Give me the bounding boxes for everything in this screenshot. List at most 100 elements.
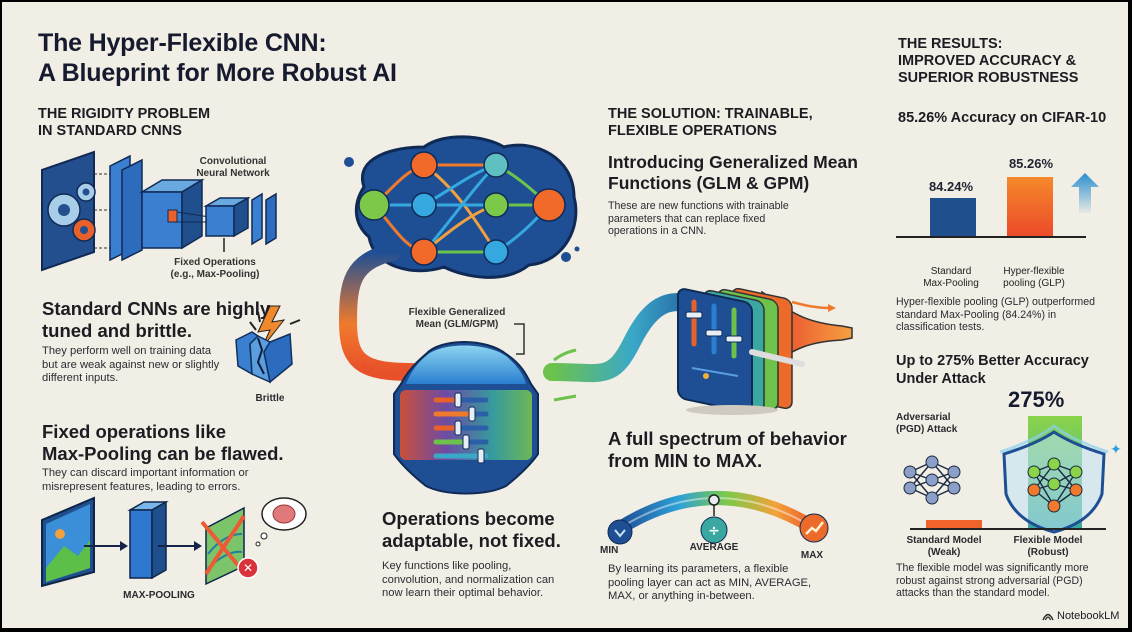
flawed-body-line-1: They can discard important information o… <box>42 467 249 479</box>
max-pooling-flow-icon: ✕ <box>41 496 307 588</box>
bar-value-standard: 84.24% <box>928 179 974 194</box>
fixed-ops-line-2: (e.g., Max-Pooling) <box>170 269 260 280</box>
flawed-heading-line-1: Fixed operations like <box>42 421 227 442</box>
attack-value-275: 275% <box>1008 387 1065 412</box>
flawed-heading-line-2: Max-Pooling can be flawed. <box>42 443 284 464</box>
title-line-2: A Blueprint for More Robust AI <box>38 59 397 87</box>
brittle-heading-line-1: Standard CNNs are highly <box>42 298 271 319</box>
cnn-label-line-1: Convolutional <box>199 156 267 167</box>
brittle-heading-line-2: tuned and brittle. <box>42 320 193 341</box>
bar-hyper-flexible-pooling <box>1007 177 1053 236</box>
svg-text:÷: ÷ <box>708 523 720 539</box>
axis-label-glp: Hyper-flexible pooling (GLP) <box>994 266 1074 290</box>
cnn-label: Convolutional Neural Network <box>188 156 278 180</box>
adapt-body: Key functions like pooling, convolution,… <box>382 560 554 601</box>
cnn-label-line-2: Neural Network <box>196 168 270 179</box>
problem-kicker-line-2: IN STANDARD CNNs <box>38 123 182 139</box>
brittle-body-line-3: different inputs. <box>42 372 119 384</box>
robust-body-line-3: attacks than the standard model. <box>896 587 1050 599</box>
spectrum-average-label: AVERAGE <box>689 542 739 553</box>
glm-slider-block-icon <box>393 341 539 495</box>
axis-label-flexible-model-line-2: (Robust) <box>1027 547 1069 558</box>
solution-kicker: THE SOLUTION: TRAINABLE, FLEXIBLE OPERAT… <box>608 106 813 140</box>
attack-label-line-1: Adversarial <box>896 412 951 423</box>
axis-label-standard-line-1: Standard <box>930 266 972 277</box>
broken-cube-icon <box>235 305 301 384</box>
brand-label: NotebookLM <box>1057 610 1120 622</box>
glm-label-line-1: Flexible Generalized <box>408 307 506 318</box>
spectrum-body: By learning its parameters, a flexible p… <box>608 563 811 604</box>
axis-label-standard-model-line-1: Standard Model <box>906 535 982 546</box>
svg-text:✕: ✕ <box>243 561 253 575</box>
bar-value-glp: 85.26% <box>1008 156 1054 171</box>
adapt-body-line-1: Key functions like pooling, <box>382 560 512 572</box>
adapt-heading: Operations become adaptable, not fixed. <box>382 508 561 552</box>
problem-kicker-line-1: THE RIGIDITY PROBLEM <box>38 106 211 122</box>
axis-label-flexible-model-line-1: Flexible Model <box>1013 535 1083 546</box>
accuracy-body-line-3: classification tests. <box>896 321 985 333</box>
page-title: The Hyper-Flexible CNN: A Blueprint for … <box>38 28 397 88</box>
svg-text:✦: ✦ <box>1110 442 1122 458</box>
notebooklm-logo-icon <box>1042 613 1054 621</box>
accuracy-body-line-2: standard Max-Pooling (84.24%) in <box>896 308 1057 321</box>
problem-kicker: THE RIGIDITY PROBLEM IN STANDARD CNNs <box>38 106 210 140</box>
brittle-body-line-2: but are weak against new or slightly <box>42 358 220 371</box>
fixed-operations-label: Fixed Operations (e.g., Max-Pooling) <box>160 257 270 281</box>
bar-standard-maxpooling <box>930 198 976 236</box>
axis-label-standard: Standard Max-Pooling <box>916 266 986 290</box>
attack-heading: Up to 275% Better Accuracy Under Attack <box>896 352 1089 388</box>
improvement-up-arrow-icon <box>1071 173 1099 213</box>
glm-label-bracket-icon <box>514 323 525 355</box>
solution-body: These are new functions with trainable p… <box>608 200 789 238</box>
brittle-label: Brittle <box>255 393 285 404</box>
results-kicker: THE RESULTS: IMPROVED ACCURACY & SUPERIO… <box>898 36 1078 87</box>
brittle-heading: Standard CNNs are highly tuned and britt… <box>42 298 270 342</box>
brittle-body-line-1: They perform well on training data <box>42 345 212 357</box>
solution-heading: Introducing Generalized Mean Functions (… <box>608 152 858 194</box>
attack-label-line-2: (PGD) Attack <box>896 424 958 435</box>
adapt-body-line-3: now learn their optimal behavior. <box>382 587 544 599</box>
results-kicker-line-2: IMPROVED ACCURACY & <box>898 53 1077 69</box>
attack-heading-line-2: Under Attack <box>896 371 986 387</box>
chart-baseline <box>896 236 1086 238</box>
accuracy-body: Hyper-flexible pooling (GLP) outperforme… <box>896 296 1095 334</box>
axis-label-standard-model: Standard Model (Weak) <box>902 535 986 559</box>
solution-body-line-3: operations in a CNN. <box>608 225 707 237</box>
spectrum-heading-line-2: from MIN to MAX. <box>608 450 763 471</box>
axis-label-standard-model-line-2: (Weak) <box>927 547 961 558</box>
trainable-filter-stack-icon <box>677 287 853 415</box>
spectrum-heading: A full spectrum of behavior from MIN to … <box>608 428 847 472</box>
axis-label-glp-line-2: pooling (GLP) <box>1003 278 1065 289</box>
flawed-body: They can discard important information o… <box>42 467 248 494</box>
results-kicker-line-1: THE RESULTS: <box>898 36 1003 52</box>
cnn-diagram-icon <box>41 150 277 272</box>
adapt-heading-line-1: Operations become <box>382 508 555 529</box>
solution-kicker-line-1: THE SOLUTION: TRAINABLE, <box>608 106 813 122</box>
spectrum-max-label: MAX <box>800 550 824 561</box>
accuracy-heading: 85.26% Accuracy on CIFAR-10 <box>898 110 1107 126</box>
max-pooling-label: MAX-POOLING <box>123 590 195 601</box>
robustness-chart-icon: ✦ <box>903 416 1122 534</box>
spectrum-min-label: MIN <box>600 545 619 556</box>
spectrum-heading-line-1: A full spectrum of behavior <box>608 428 847 449</box>
notebooklm-brand: NotebookLM <box>1042 610 1119 622</box>
solution-heading-line-1: Introducing Generalized Mean <box>608 152 858 172</box>
min-max-spectrum-arc-icon: ÷ <box>607 491 829 545</box>
glm-label-line-2: Mean (GLM/GPM) <box>415 319 499 330</box>
robust-body-line-1: The flexible model was significantly mor… <box>896 562 1089 574</box>
glm-label: Flexible Generalized Mean (GLM/GPM) <box>398 307 516 331</box>
fixed-ops-line-1: Fixed Operations <box>174 257 256 268</box>
spectrum-body-line-1: By learning its parameters, a flexible <box>608 563 789 575</box>
attack-label: Adversarial (PGD) Attack <box>896 412 976 436</box>
adapt-body-line-2: convolution, and normalization can <box>382 573 555 586</box>
results-kicker-line-3: SUPERIOR ROBUSTNESS <box>898 70 1079 86</box>
flawed-heading: Fixed operations like Max-Pooling can be… <box>42 421 284 465</box>
attack-heading-line-1: Up to 275% Better Accuracy <box>896 353 1089 369</box>
robust-body-line-2: robust against strong adversarial (PGD) <box>896 574 1083 587</box>
solution-kicker-line-2: FLEXIBLE OPERATIONS <box>608 123 777 139</box>
axis-label-standard-line-2: Max-Pooling <box>923 278 979 289</box>
axis-label-flexible-model: Flexible Model (Robust) <box>1006 535 1090 559</box>
flawed-body-line-2: misrepresent features, leading to errors… <box>42 480 241 493</box>
title-line-1: The Hyper-Flexible CNN: <box>38 29 327 57</box>
